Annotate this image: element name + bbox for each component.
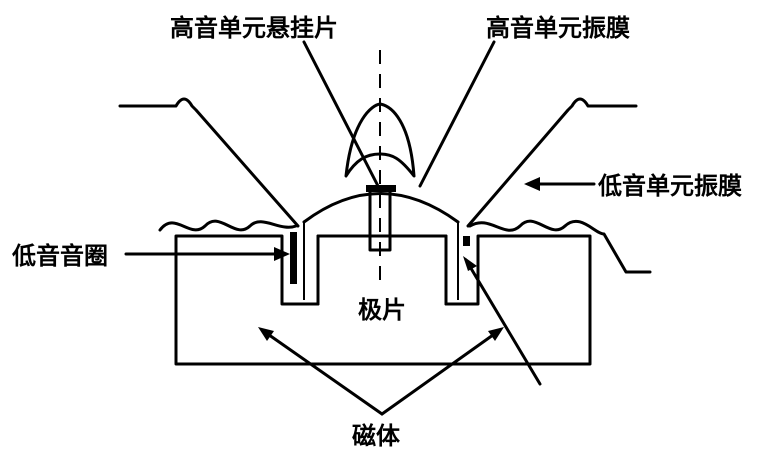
voice-coil-right [463,236,470,246]
leader-magnet-right [380,328,502,416]
label-magnet: 磁体 [352,422,401,450]
leader-magnet-left [260,328,384,416]
woofer-diaphragm-right [466,97,638,228]
label-woofer-voice-coil: 低音音圈 [11,242,108,270]
label-woofer-diaphragm: 低音单元振膜 [597,172,742,200]
voice-coil-left [290,232,297,284]
arrow-woofer-diaphragm [524,177,540,191]
label-tweeter-diaphragm: 高音单元振膜 [486,14,630,42]
arrow-voice-coil-right [463,256,477,271]
leader-tweeter-diaphragm [418,40,496,188]
woofer-surround-right [468,219,652,274]
label-pole-piece: 极片 [358,296,406,324]
pole-piece [316,234,448,306]
tweeter-phase-plug [344,102,416,178]
label-tweeter-suspension: 高音单元悬挂片 [170,14,338,42]
arrow-magnet-left [258,327,274,341]
woofer-diaphragm-left [118,97,300,228]
leader-tweeter-suspension [302,40,380,188]
tweeter-stem [368,188,392,252]
arrow-woofer-voice-coil [274,247,290,261]
woofer-surround-left [158,219,298,232]
tweeter-diaphragm-dome [302,192,460,224]
arrow-magnet-right [488,327,504,341]
leader-voice-coil-right [464,258,542,386]
